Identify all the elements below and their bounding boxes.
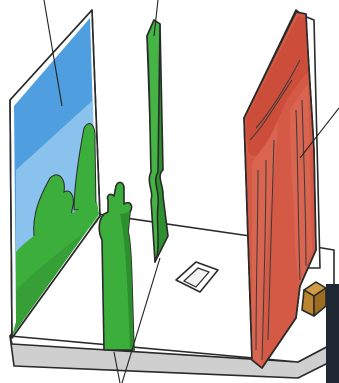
cactus-cutout (99, 182, 134, 350)
right-edge-block (326, 284, 339, 383)
